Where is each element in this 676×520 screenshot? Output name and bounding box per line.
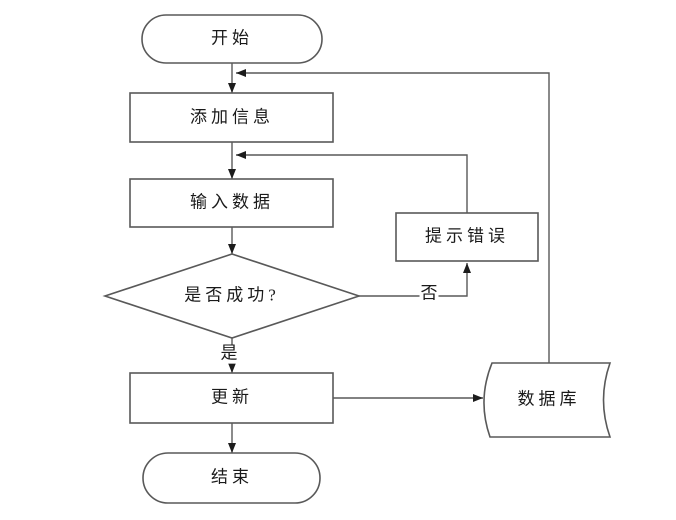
start-node-label: 开始 — [211, 28, 253, 48]
end-terminator-shape — [142, 452, 321, 504]
inputdata-node-label: 输入数据 — [190, 192, 274, 212]
inputdata-process-shape — [129, 178, 334, 228]
database-node-label: 数据库 — [517, 389, 581, 409]
addinfo-process-shape — [129, 92, 334, 143]
yes-branch-label: 是 — [219, 343, 239, 364]
decision-diamond-shape — [102, 253, 362, 339]
edge-errorhint-to-inputdata-feedback — [236, 151, 468, 213]
decision-node-label: 是否成功? — [184, 285, 280, 305]
end-node-label: 结束 — [211, 467, 253, 487]
update-process-shape — [129, 372, 334, 424]
edge-database-to-addinfo-feedback — [236, 69, 550, 363]
addinfo-node-label: 添加信息 — [190, 107, 274, 127]
database-storeddata-shape — [483, 362, 612, 438]
errorhint-node-label: 提示错误 — [425, 226, 509, 246]
errorhint-process-shape — [395, 212, 539, 262]
no-branch-label: 否 — [419, 283, 439, 304]
edge-decision-no-to-errorhint — [358, 263, 471, 297]
update-node-label: 更新 — [211, 387, 253, 407]
start-terminator-shape — [141, 14, 323, 64]
